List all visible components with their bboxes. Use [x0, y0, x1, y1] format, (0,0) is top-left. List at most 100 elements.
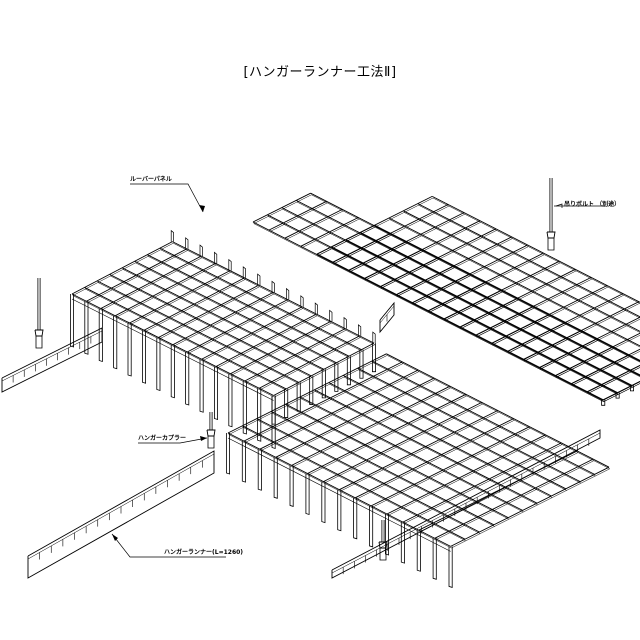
front-panel-grid-col-line: [386, 434, 546, 515]
front-panel-grid-col-line: [370, 426, 530, 507]
back-panel-right-blade: [615, 392, 620, 399]
front-panel-grid-row-line: [387, 355, 610, 470]
callout-leaders: [111, 183, 606, 558]
back-panel-grid: [252, 192, 640, 403]
louver-panel-grid-col-line: [274, 344, 375, 398]
louver-panel-grid-col-line: [130, 271, 231, 325]
back-panel-right-col-line: [381, 230, 497, 289]
hanger-runner-back-body: [379, 301, 395, 334]
back-panel-right-col-line: [364, 220, 481, 279]
leader-louver-panel: [130, 183, 204, 213]
back-panel-grid-col-line: [269, 202, 328, 232]
front-panel-grid-col-line: [276, 379, 436, 460]
louver-panel-grid-tab: [300, 295, 304, 307]
back-panel-right-col-line: [572, 351, 640, 386]
hanger-runner-middle: [27, 450, 215, 579]
front-panel-grid-col-line: [227, 353, 387, 434]
louver-panel-grid-tab: [214, 251, 218, 264]
louver-panel-grid-blade: [321, 369, 326, 399]
louver-panel-grid-col-line: [259, 337, 361, 391]
back-panel-right-col-line: [556, 334, 640, 378]
louver-panel-grid-tab: [242, 266, 246, 278]
back-panel-grid-col-line: [252, 192, 311, 223]
front-panel-grid-blade: [400, 522, 405, 564]
louver-panel-grid-col-line: [143, 277, 245, 331]
back-panel-grid-col-line: [284, 208, 343, 239]
back-panel-right-col-line: [539, 316, 640, 368]
louver-panel-grid-col-line: [186, 299, 288, 353]
front-panel-grid-col-line: [243, 361, 403, 442]
back-panel-right-col-line: [603, 383, 640, 402]
louver-panel-grid-tab: [257, 273, 261, 286]
hanger-runner-back: [379, 301, 395, 334]
diagram-title: [ハンガーランナー工法Ⅱ]: [243, 65, 396, 80]
louver-panel-grid-blade: [84, 301, 89, 355]
hanger-runner-left-body: [1, 327, 103, 393]
back-panel-right-col-line: [540, 318, 640, 370]
louver-panel-grid-col-line: [114, 262, 216, 317]
louver-panel-grid-col-line: [202, 308, 303, 362]
louver-panel-grid-col-line: [215, 313, 317, 367]
front-panel-grid-col-line: [307, 393, 467, 474]
front-panel-grid-col-line: [324, 403, 483, 484]
front-panel-grid-col-line: [434, 458, 594, 539]
louver-panel-grid-col-line: [273, 342, 375, 396]
louver-panel-grid-col-line: [231, 322, 332, 376]
louver-panel-grid-col-line: [158, 284, 260, 338]
louver-panel-grid-blade: [156, 337, 161, 392]
hanger-bolt-right: [546, 178, 556, 251]
front-panel-grid-col-line: [323, 401, 483, 483]
front-panel-grid-blade: [448, 546, 453, 588]
back-panel-right-row-line: [431, 195, 640, 303]
louver-panel-grid-col-line: [230, 320, 332, 375]
louver-panel-grid-tab: [199, 244, 203, 257]
hanger-bolt-center-nut: [206, 429, 216, 437]
louver-panel-grid-tab: [329, 309, 333, 322]
front-panel-grid-edge-line: [227, 437, 451, 552]
hanger-bolt-center: [206, 412, 216, 449]
back-panel-grid-col-line: [253, 194, 312, 224]
front-panel-grid-col-line: [339, 410, 498, 491]
back-panel-grid-row-line: [310, 192, 640, 362]
back-panel-grid-row-line: [311, 194, 640, 363]
back-panel-right-blade: [630, 385, 634, 392]
louver-panel-grid-tab: [314, 302, 318, 315]
back-panel-right-col-line: [428, 252, 544, 312]
hanger-bolt-right-coupler: [547, 238, 555, 251]
front-panel-grid-blade: [241, 441, 246, 483]
back-panel-right-col-line: [443, 260, 560, 320]
front-panel-grid-col-line: [387, 436, 547, 516]
front-panel-grid-col-line: [371, 428, 531, 508]
label-hanger-coupler: ハンガーカプラー: [138, 434, 186, 442]
louver-panel-grid-blade: [199, 359, 204, 413]
back-panel-grid-row-line: [253, 223, 604, 403]
louver-panel-grid-blade: [70, 294, 74, 348]
louver-panel-grid-blade: [185, 352, 190, 406]
back-panel-right-col-line: [349, 213, 465, 273]
leader-arrow: [199, 205, 205, 212]
hanger-runner-left: [1, 327, 103, 393]
louver-panel-grid-tab: [343, 316, 347, 329]
louver-panel-grid-col-line: [244, 328, 346, 382]
louver-panel-grid-blade: [141, 330, 147, 384]
front-panel-grid-blade: [353, 497, 358, 540]
front-panel-grid-col-line: [339, 411, 499, 492]
front-panel-grid-col-line: [402, 442, 562, 523]
back-panel-grid-col-line: [300, 217, 359, 247]
louver-panel-grid-col-line: [245, 329, 347, 383]
back-panel-grid-col-line: [301, 218, 360, 249]
back-panel-right-col-line: [317, 197, 434, 256]
front-panel-grid-blade: [369, 505, 374, 548]
louver-panel-grid-blade: [213, 366, 219, 421]
back-panel-right-col-line: [459, 268, 576, 328]
louver-panel-grid-col-line: [144, 279, 246, 333]
hanger-bolt-left: [34, 278, 44, 349]
front-panel-grid-blade: [337, 489, 342, 532]
back-panel-right-col-line: [571, 348, 640, 385]
hanger-bolt-front: [378, 520, 388, 561]
hanger-bolt-left-nut: [34, 329, 44, 337]
louver-panel-grid-col-line: [172, 291, 274, 346]
back-panel-right-col-line: [365, 222, 481, 281]
